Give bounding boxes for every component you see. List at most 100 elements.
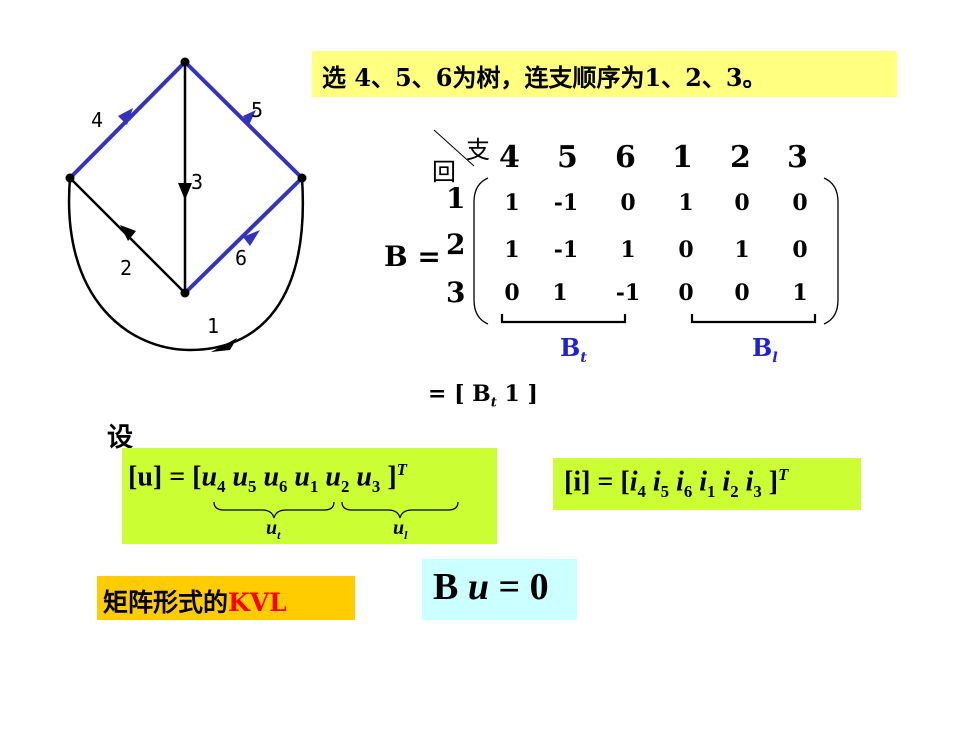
u-equation-rhs: ] bbox=[387, 461, 397, 493]
circuit-graph bbox=[65, 57, 307, 352]
i-term: i bbox=[676, 466, 684, 498]
row-label: 1 bbox=[446, 182, 466, 215]
matrix-cell: 0 bbox=[734, 190, 750, 216]
matrix-cell: 0 bbox=[792, 190, 808, 216]
u-sub: 1 bbox=[309, 476, 319, 496]
edge-label-1: 1 bbox=[207, 314, 220, 338]
col-header: 4 bbox=[499, 140, 520, 175]
bt-label-text: B bbox=[560, 333, 581, 362]
col-header: 6 bbox=[615, 140, 636, 175]
arrow-1 bbox=[211, 338, 237, 352]
ul-label-sub: l bbox=[404, 528, 408, 542]
kvl-eq-b: B bbox=[433, 566, 468, 608]
branch-6 bbox=[183, 176, 304, 295]
matrix-cell: 0 bbox=[734, 280, 750, 306]
matrix-name: B = bbox=[384, 240, 441, 273]
i-equation-rhs: ] bbox=[768, 466, 779, 498]
kvl-label-prefix: 矩阵形式的 bbox=[103, 588, 229, 617]
branch-1 bbox=[67, 177, 305, 352]
col-header: 3 bbox=[787, 140, 808, 175]
i-sub: 6 bbox=[683, 481, 693, 501]
i-sub: 2 bbox=[730, 481, 739, 501]
arrow-3 bbox=[178, 183, 192, 200]
arrow-6 bbox=[243, 230, 260, 246]
u-sub: 2 bbox=[340, 476, 350, 496]
bt-label-sub: t bbox=[580, 348, 587, 366]
matrix-cell: 1 bbox=[678, 190, 694, 216]
matrix-cell: 0 bbox=[678, 237, 694, 263]
u-term: u bbox=[263, 461, 280, 493]
u-braces bbox=[213, 501, 459, 519]
matrix-cell: 0 bbox=[678, 280, 694, 306]
matrix-cell: 0 bbox=[620, 190, 636, 216]
matrix-cell: 0 bbox=[792, 237, 808, 263]
node-bottom bbox=[180, 288, 190, 298]
row-label: 2 bbox=[446, 228, 466, 261]
ut-label: ut bbox=[266, 517, 280, 543]
edge-label-4: 4 bbox=[91, 108, 104, 132]
corner-left-label: 回 bbox=[432, 158, 456, 186]
matrix-cell: -1 bbox=[553, 237, 579, 263]
matrix-cell: 1 bbox=[620, 237, 636, 263]
u-sub: 3 bbox=[371, 476, 381, 496]
u-sub: 6 bbox=[279, 476, 288, 496]
edge-label-5: 5 bbox=[251, 98, 264, 122]
i-term: i bbox=[699, 466, 708, 498]
matrix-brackets bbox=[473, 177, 839, 325]
bt-label: Bt bbox=[560, 333, 587, 366]
kvl-label-box bbox=[97, 576, 355, 620]
edge-label-6: 6 bbox=[235, 246, 248, 270]
kvl-equation-box bbox=[422, 559, 577, 620]
col-header: 2 bbox=[730, 140, 751, 175]
i-sub: 5 bbox=[660, 481, 670, 501]
i-sub: 4 bbox=[637, 481, 646, 501]
branch-5 bbox=[183, 60, 304, 180]
partition-expression: = [ Bt 1 ] bbox=[428, 381, 538, 410]
arrow-5 bbox=[243, 110, 256, 125]
edge-label-3: 3 bbox=[191, 170, 204, 194]
ut-label-text: u bbox=[266, 517, 278, 539]
i-sub: 1 bbox=[707, 481, 716, 501]
partition-suffix: 1 ] bbox=[496, 381, 538, 407]
node-right bbox=[297, 173, 307, 183]
page-title: 选 4、5、6为树，连支顺序为1、2、3。 bbox=[322, 63, 767, 92]
u-term: u bbox=[232, 461, 249, 493]
i-equation: [i] = [i4 i5 i6 i1 i2 i3 ]T bbox=[564, 465, 788, 502]
kvl-eq-rest: = 0 bbox=[489, 566, 549, 608]
bl-label: Bl bbox=[752, 333, 778, 366]
ul-label: ul bbox=[393, 517, 407, 543]
matrix-cell: -1 bbox=[553, 190, 579, 216]
col-header: 5 bbox=[557, 140, 578, 175]
i-term: i bbox=[745, 466, 754, 498]
col-header: 1 bbox=[672, 140, 693, 175]
kvl-label: 矩阵形式的KVL bbox=[103, 583, 287, 619]
kvl-equation: B u = 0 bbox=[433, 565, 549, 609]
u-equation: [u] = [u4 u5 u6 u1 u2 u3 ]T bbox=[128, 460, 407, 497]
corner-diagonal bbox=[433, 129, 475, 167]
arrow-2 bbox=[120, 225, 136, 241]
u-equation-sup: T bbox=[396, 460, 407, 479]
i-term: i bbox=[652, 466, 661, 498]
edge-label-2: 2 bbox=[120, 256, 133, 280]
matrix-cell: -1 bbox=[615, 280, 641, 306]
u-equation-box bbox=[122, 448, 497, 544]
ul-label-text: u bbox=[393, 517, 405, 539]
i-term: i bbox=[722, 466, 731, 498]
matrix-cell: 0 bbox=[504, 280, 520, 306]
i-term: i bbox=[629, 466, 638, 498]
kvl-label-highlight: KVL bbox=[228, 588, 287, 617]
u-term: u bbox=[294, 461, 310, 493]
u-term: u bbox=[356, 461, 372, 493]
bl-label-sub: l bbox=[772, 348, 778, 366]
matrix-cell: 1 bbox=[734, 237, 750, 263]
node-left bbox=[65, 173, 75, 183]
title-box bbox=[312, 51, 897, 97]
u-equation-lhs: [u] = [ bbox=[128, 461, 202, 493]
u-term: u bbox=[201, 461, 218, 493]
kvl-eq-u: u bbox=[467, 566, 489, 608]
row-label: 3 bbox=[446, 276, 466, 309]
bl-label-text: B bbox=[752, 333, 773, 362]
arrow-4 bbox=[118, 108, 133, 125]
matrix-cell: 1 bbox=[504, 190, 520, 216]
i-equation-lhs: [i] = [ bbox=[564, 466, 630, 498]
